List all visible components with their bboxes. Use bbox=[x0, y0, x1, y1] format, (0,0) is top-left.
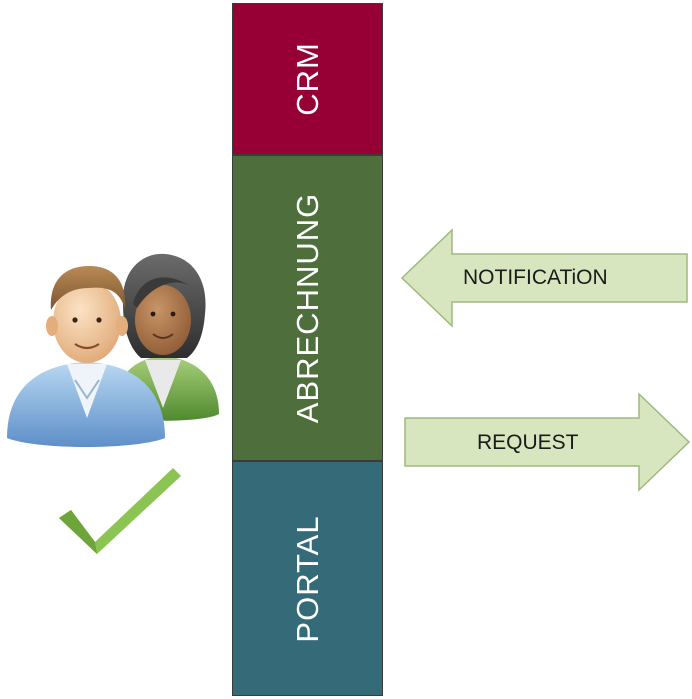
abrechnung-block: ABRECHNUNG bbox=[232, 155, 383, 461]
crm-block: CRM bbox=[232, 3, 383, 155]
request-arrow bbox=[404, 392, 691, 492]
users-icon bbox=[7, 253, 219, 447]
notification-arrow bbox=[400, 228, 688, 328]
portal-block: PORTAL bbox=[232, 461, 383, 696]
abrechnung-label: ABRECHNUNG bbox=[289, 192, 325, 424]
crm-label: CRM bbox=[289, 42, 325, 116]
portal-label: PORTAL bbox=[289, 514, 325, 643]
notification-label: NOTIFICATiON bbox=[463, 266, 608, 289]
request-label: REQUEST bbox=[477, 431, 579, 454]
checkmark-icon bbox=[59, 468, 181, 554]
